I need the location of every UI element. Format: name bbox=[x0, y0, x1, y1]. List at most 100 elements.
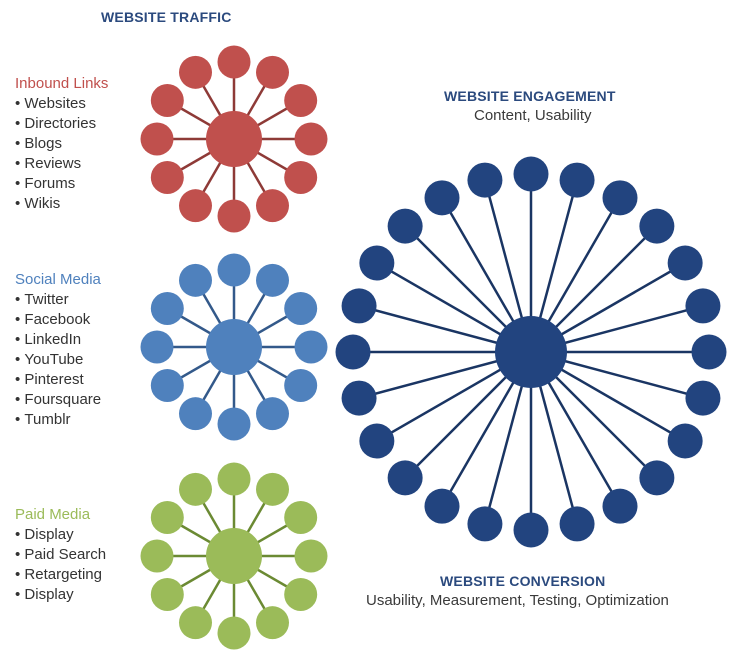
list-item: Retargeting bbox=[15, 565, 106, 585]
website-traffic-title: WEBSITE TRAFFIC bbox=[101, 9, 232, 25]
inbound-links-hub bbox=[140, 45, 328, 233]
satellite-node bbox=[256, 55, 289, 89]
satellite-node bbox=[284, 501, 318, 534]
satellite-node bbox=[559, 162, 595, 198]
satellite-node bbox=[691, 334, 727, 370]
satellite-node bbox=[341, 288, 377, 324]
satellite-node bbox=[217, 253, 251, 287]
satellite-node bbox=[284, 161, 318, 194]
social-media-title: Social Media bbox=[15, 271, 101, 288]
website-engagement-title: WEBSITE ENGAGEMENT bbox=[444, 88, 616, 104]
satellite-node bbox=[179, 189, 212, 223]
list-item: Pinterest bbox=[15, 370, 101, 390]
satellite-node bbox=[685, 380, 721, 416]
satellite-node bbox=[150, 578, 184, 611]
list-item: Facebook bbox=[15, 310, 101, 330]
satellite-node bbox=[150, 84, 184, 117]
list-item: Wikis bbox=[15, 194, 108, 214]
satellite-node bbox=[602, 488, 638, 524]
social-media-group: Social Media Twitter Facebook LinkedIn Y… bbox=[15, 270, 101, 430]
satellite-node bbox=[294, 330, 328, 364]
satellite-node bbox=[387, 460, 423, 496]
satellite-node bbox=[256, 472, 289, 506]
list-item: Foursquare bbox=[15, 390, 101, 410]
satellite-node bbox=[179, 606, 212, 640]
website-engagement-subtitle: Content, Usability bbox=[474, 107, 592, 124]
social-media-hub bbox=[140, 253, 328, 441]
satellite-node bbox=[140, 539, 174, 573]
satellite-node bbox=[217, 45, 251, 79]
list-item: LinkedIn bbox=[15, 330, 101, 350]
satellite-node bbox=[256, 189, 289, 223]
satellite-node bbox=[467, 162, 503, 198]
satellite-node bbox=[256, 397, 289, 431]
satellite-node bbox=[559, 506, 595, 542]
satellite-node bbox=[424, 180, 460, 216]
satellite-node bbox=[217, 199, 251, 233]
satellite-node bbox=[284, 578, 318, 611]
satellite-node bbox=[667, 423, 703, 459]
paid-media-title: Paid Media bbox=[15, 506, 91, 523]
satellite-node bbox=[256, 263, 289, 297]
satellite-node bbox=[667, 245, 703, 281]
satellite-node bbox=[424, 488, 460, 524]
website-conversion-subtitle: Usability, Measurement, Testing, Optimiz… bbox=[366, 592, 669, 609]
satellite-node bbox=[387, 208, 423, 244]
list-item: Display bbox=[15, 585, 106, 605]
satellite-node bbox=[150, 501, 184, 534]
satellite-node bbox=[341, 380, 377, 416]
hub-center-node bbox=[206, 319, 262, 375]
satellite-node bbox=[359, 245, 395, 281]
paid-media-list: Display Paid Search Retargeting Display bbox=[15, 525, 106, 605]
inbound-links-title: Inbound Links bbox=[15, 75, 109, 92]
list-item: Forums bbox=[15, 174, 108, 194]
satellite-node bbox=[284, 84, 318, 117]
list-item: Paid Search bbox=[15, 545, 106, 565]
hub-center-node bbox=[206, 528, 262, 584]
satellite-node bbox=[150, 369, 184, 402]
list-item: Display bbox=[15, 525, 106, 545]
inbound-links-group: Inbound Links Websites Directories Blogs… bbox=[15, 74, 108, 214]
list-item: Twitter bbox=[15, 290, 101, 310]
list-item: Directories bbox=[15, 114, 108, 134]
satellite-node bbox=[179, 55, 212, 89]
satellite-node bbox=[179, 397, 212, 431]
list-item: YouTube bbox=[15, 350, 101, 370]
list-item: Websites bbox=[15, 94, 108, 114]
paid-media-group: Paid Media Display Paid Search Retargeti… bbox=[15, 505, 106, 605]
satellite-node bbox=[602, 180, 638, 216]
inbound-links-list: Websites Directories Blogs Reviews Forum… bbox=[15, 94, 108, 214]
hub-center-node bbox=[495, 316, 567, 388]
satellite-node bbox=[335, 334, 371, 370]
website-engagement-hub bbox=[335, 156, 727, 548]
satellite-node bbox=[294, 539, 328, 573]
social-media-list: Twitter Facebook LinkedIn YouTube Pinter… bbox=[15, 290, 101, 430]
satellite-node bbox=[467, 506, 503, 542]
satellite-node bbox=[639, 208, 675, 244]
satellite-node bbox=[140, 330, 174, 364]
satellite-node bbox=[179, 263, 212, 297]
satellite-node bbox=[150, 292, 184, 325]
satellite-node bbox=[179, 472, 212, 506]
satellite-node bbox=[217, 462, 251, 496]
satellite-node bbox=[639, 460, 675, 496]
satellite-node bbox=[284, 369, 318, 402]
satellite-node bbox=[294, 122, 328, 156]
list-item: Blogs bbox=[15, 134, 108, 154]
satellite-node bbox=[256, 606, 289, 640]
satellite-node bbox=[513, 156, 549, 192]
hub-center-node bbox=[206, 111, 262, 167]
paid-media-hub bbox=[140, 462, 328, 650]
satellite-node bbox=[150, 161, 184, 194]
satellite-node bbox=[140, 122, 174, 156]
satellite-node bbox=[513, 512, 549, 548]
satellite-node bbox=[359, 423, 395, 459]
satellite-node bbox=[217, 407, 251, 441]
list-item: Reviews bbox=[15, 154, 108, 174]
satellite-node bbox=[284, 292, 318, 325]
satellite-node bbox=[217, 616, 251, 650]
list-item: Tumblr bbox=[15, 410, 101, 430]
satellite-node bbox=[685, 288, 721, 324]
website-conversion-title: WEBSITE CONVERSION bbox=[440, 573, 606, 589]
